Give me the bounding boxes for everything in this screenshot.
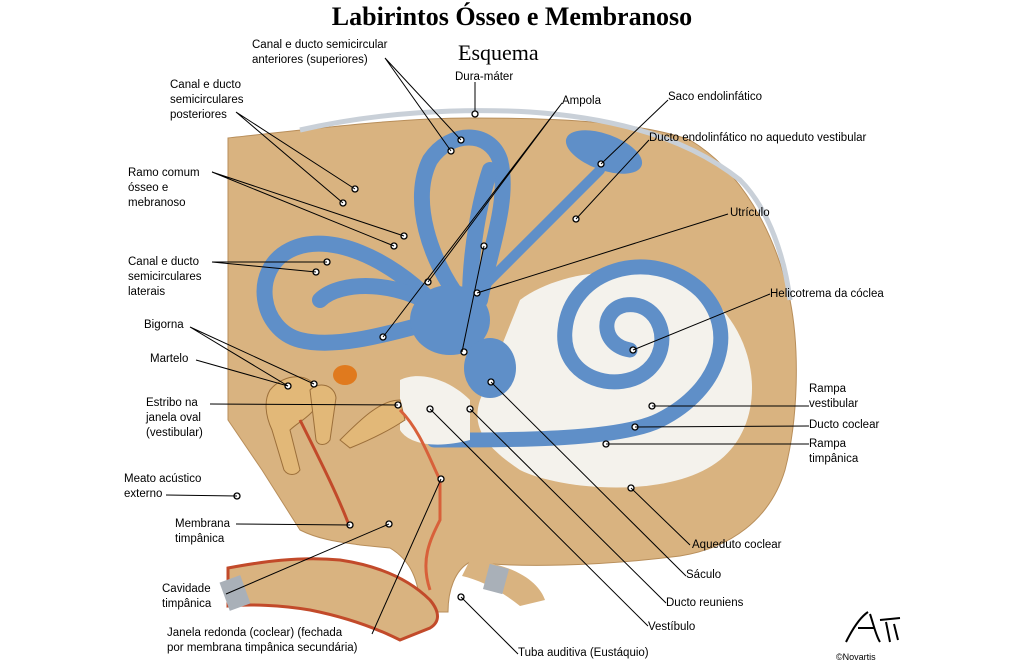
label-canal-lateral: Canal e ducto semicirculares laterais	[128, 256, 202, 298]
label-aqueduto-coclear: Aqueduto coclear	[692, 539, 782, 551]
ossicle-head	[333, 365, 357, 385]
label-canal-anterior: Canal e ducto semicircular anteriores (s…	[252, 39, 388, 66]
novartis-credit: ©Novartis	[836, 652, 876, 662]
saccule-shape	[464, 338, 516, 398]
tube-bone	[226, 557, 439, 642]
label-canal-posterior: Canal e ducto semicirculares posteriores	[170, 79, 244, 121]
label-estribo: Estribo na janela oval (vestibular)	[146, 397, 203, 439]
leader-lines	[165, 57, 810, 655]
artist-signature	[845, 611, 901, 643]
label-helicotrema: Helicotrema da cóclea	[770, 288, 884, 300]
tube-stub-right	[482, 563, 510, 595]
label-saculo: Sáculo	[686, 569, 722, 581]
label-bigorna: Bigorna	[144, 319, 184, 331]
label-ampola: Ampola	[562, 95, 601, 107]
label-vestibulo: Vestíbulo	[648, 621, 696, 633]
label-ducto-reuniens: Ducto reuniens	[666, 597, 744, 609]
vestibule-perilymph	[400, 376, 470, 445]
cochlear-spiral	[426, 259, 729, 448]
label-meato: Meato acústico externo	[124, 473, 202, 500]
ossicles	[265, 376, 406, 475]
tube-stub-left	[219, 575, 251, 611]
utricle-shape	[410, 285, 490, 355]
diagram-subtitle: Esquema	[458, 40, 539, 65]
tympanic-membrane-line	[298, 419, 352, 529]
dura-mater-line	[299, 108, 793, 301]
endolymphatic-sac	[565, 130, 643, 174]
semicircular-canals	[256, 129, 511, 351]
label-dura-mater: Dura-máter	[455, 71, 514, 83]
label-martelo: Martelo	[150, 353, 189, 365]
endolymphatic-duct	[475, 165, 605, 295]
diagram-title: Labirintos Ósseo e Membranoso	[331, 2, 693, 31]
label-saco-endolinfatico: Saco endolinfático	[668, 91, 762, 103]
label-janela-redonda: Janela redonda (coclear) (fechada por me…	[167, 627, 358, 654]
label-utriculo: Utrículo	[730, 207, 770, 219]
label-rampa-vestibular: Rampa vestibular	[809, 383, 859, 410]
label-ducto-coclear: Ducto coclear	[809, 419, 880, 431]
label-ducto-endolinfatico: Ducto endolinfático no aqueduto vestibul…	[649, 132, 867, 144]
label-ramo-comum: Ramo comum ósseo e mebranoso	[128, 167, 200, 209]
label-membrana-timpanica: Membrana timpânica	[175, 518, 230, 545]
label-tuba-auditiva: Tuba auditiva (Eustáquio)	[518, 647, 649, 659]
label-cavidade-timpanica: Cavidade timpânica	[162, 583, 212, 610]
label-rampa-timpanica: Rampa timpânica	[809, 438, 859, 465]
